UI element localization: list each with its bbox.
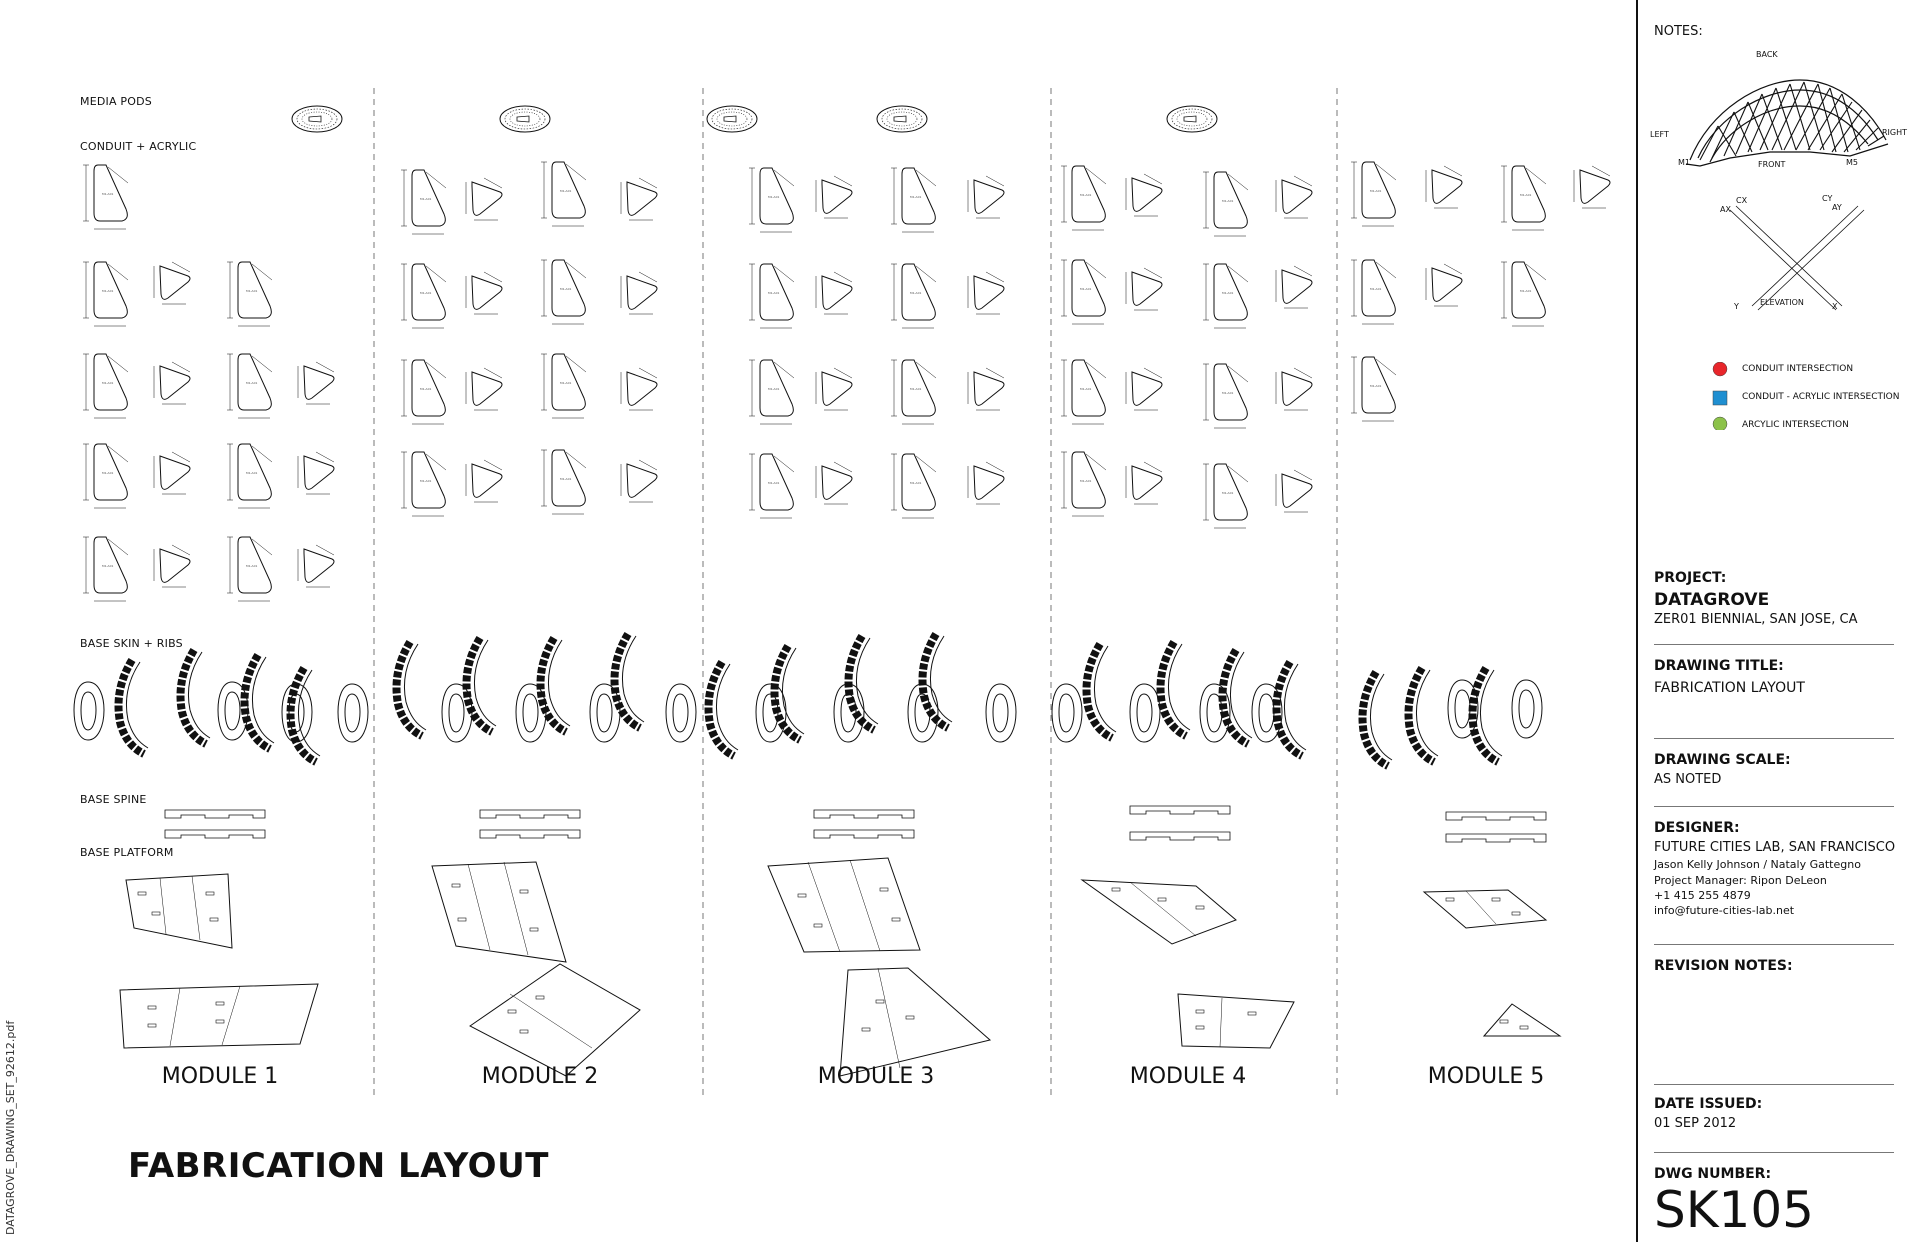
project-heading: PROJECT:	[1654, 570, 1727, 586]
page-title: FABRICATION LAYOUT	[128, 1146, 549, 1186]
notes-right-label: RIGHT	[1882, 128, 1908, 137]
notes-m1-label: M1	[1678, 158, 1690, 167]
title-block-divider	[1654, 738, 1894, 739]
notes-y-label: Y	[1734, 302, 1739, 311]
legend-label-acrylic: ARCYLIC INTERSECTION	[1742, 420, 1849, 430]
designer-people: Jason Kelly Johnson / Nataly Gattegno	[1654, 858, 1861, 871]
conduit-acrylic-pieces	[82, 161, 1611, 602]
legend-label-conduit-acrylic: CONDUIT - ACRYLIC INTERSECTION	[1742, 392, 1900, 402]
base-skin-ribs	[73, 634, 1543, 766]
project-manager: Project Manager: Ripon DeLeon	[1654, 874, 1827, 887]
project-name: DATAGROVE	[1654, 590, 1770, 610]
module-dividers	[373, 88, 1338, 1100]
module-label-5: MODULE 5	[1427, 1064, 1545, 1089]
legend-swatch-conduit	[1712, 362, 1728, 377]
title-block-divider	[1654, 1152, 1894, 1153]
drawing-title-value: FABRICATION LAYOUT	[1654, 680, 1805, 696]
notes-ax-label: AX	[1720, 205, 1731, 214]
base-spine	[164, 805, 1547, 843]
drawing-scale-heading: DRAWING SCALE:	[1654, 752, 1791, 768]
module-label-4: MODULE 4	[1129, 1064, 1247, 1089]
notes-ay-label: AY	[1832, 203, 1842, 212]
notes-cx-label: CX	[1736, 196, 1748, 205]
legend-swatch-conduit-acrylic	[1712, 390, 1728, 406]
notes-x-label: X	[1832, 302, 1838, 311]
title-block-divider	[1654, 644, 1894, 645]
section-label-base-skin-ribs: BASE SKIN + RIBS	[80, 637, 183, 650]
legend-swatch-acrylic	[1712, 416, 1728, 430]
title-block-divider	[1654, 1084, 1894, 1085]
structure-ribs	[1699, 81, 1885, 161]
designer-name: FUTURE CITIES LAB, SAN FRANCISCO	[1654, 840, 1896, 855]
notes-front-label: FRONT	[1758, 160, 1786, 169]
module-label-3: MODULE 3	[817, 1064, 935, 1089]
date-issued-value: 01 SEP 2012	[1654, 1116, 1737, 1131]
project-subtitle: ZER01 BIENNIAL, SAN JOSE, CA	[1654, 612, 1858, 627]
section-label-conduit-acrylic: CONDUIT + ACRYLIC	[80, 140, 197, 153]
dwg-number-heading: DWG NUMBER:	[1654, 1166, 1772, 1182]
title-block-divider	[1654, 944, 1894, 945]
media-pods	[291, 105, 1218, 133]
title-block-border	[1636, 0, 1638, 1242]
module-label-2: MODULE 2	[481, 1064, 599, 1089]
section-label-media-pods: MEDIA PODS	[80, 95, 152, 108]
fabrication-drawing: M1-A01	[73, 88, 1611, 1100]
notes-back-label: BACK	[1756, 50, 1778, 59]
notes-left-label: LEFT	[1650, 130, 1669, 139]
elevation-x	[1729, 205, 1865, 311]
drawing-scale-value: AS NOTED	[1654, 772, 1722, 787]
notes-heading: NOTES:	[1654, 24, 1703, 39]
designer-heading: DESIGNER:	[1654, 820, 1740, 836]
designer-email: info@future-cities-lab.net	[1654, 904, 1795, 917]
notes-elevation-label: ELEVATION	[1760, 298, 1804, 307]
dwg-number-value: SK105	[1654, 1181, 1814, 1239]
legend-swatches	[1712, 362, 1728, 430]
notes-m5-label: M5	[1846, 158, 1858, 167]
notes-diagram	[1685, 79, 1889, 311]
legend-label-conduit: CONDUIT INTERSECTION	[1742, 364, 1854, 374]
module-label-1: MODULE 1	[161, 1064, 279, 1089]
section-label-base-spine: BASE SPINE	[80, 793, 147, 806]
title-block-divider	[1654, 806, 1894, 807]
base-platform	[119, 857, 1562, 1077]
designer-phone: +1 415 255 4879	[1654, 889, 1751, 902]
revision-notes-heading: REVISION NOTES:	[1654, 958, 1793, 974]
date-issued-heading: DATE ISSUED:	[1654, 1096, 1763, 1112]
section-label-base-platform: BASE PLATFORM	[80, 846, 174, 859]
drawing-title-heading: DRAWING TITLE:	[1654, 658, 1784, 674]
notes-cy-label: CY	[1822, 194, 1833, 203]
